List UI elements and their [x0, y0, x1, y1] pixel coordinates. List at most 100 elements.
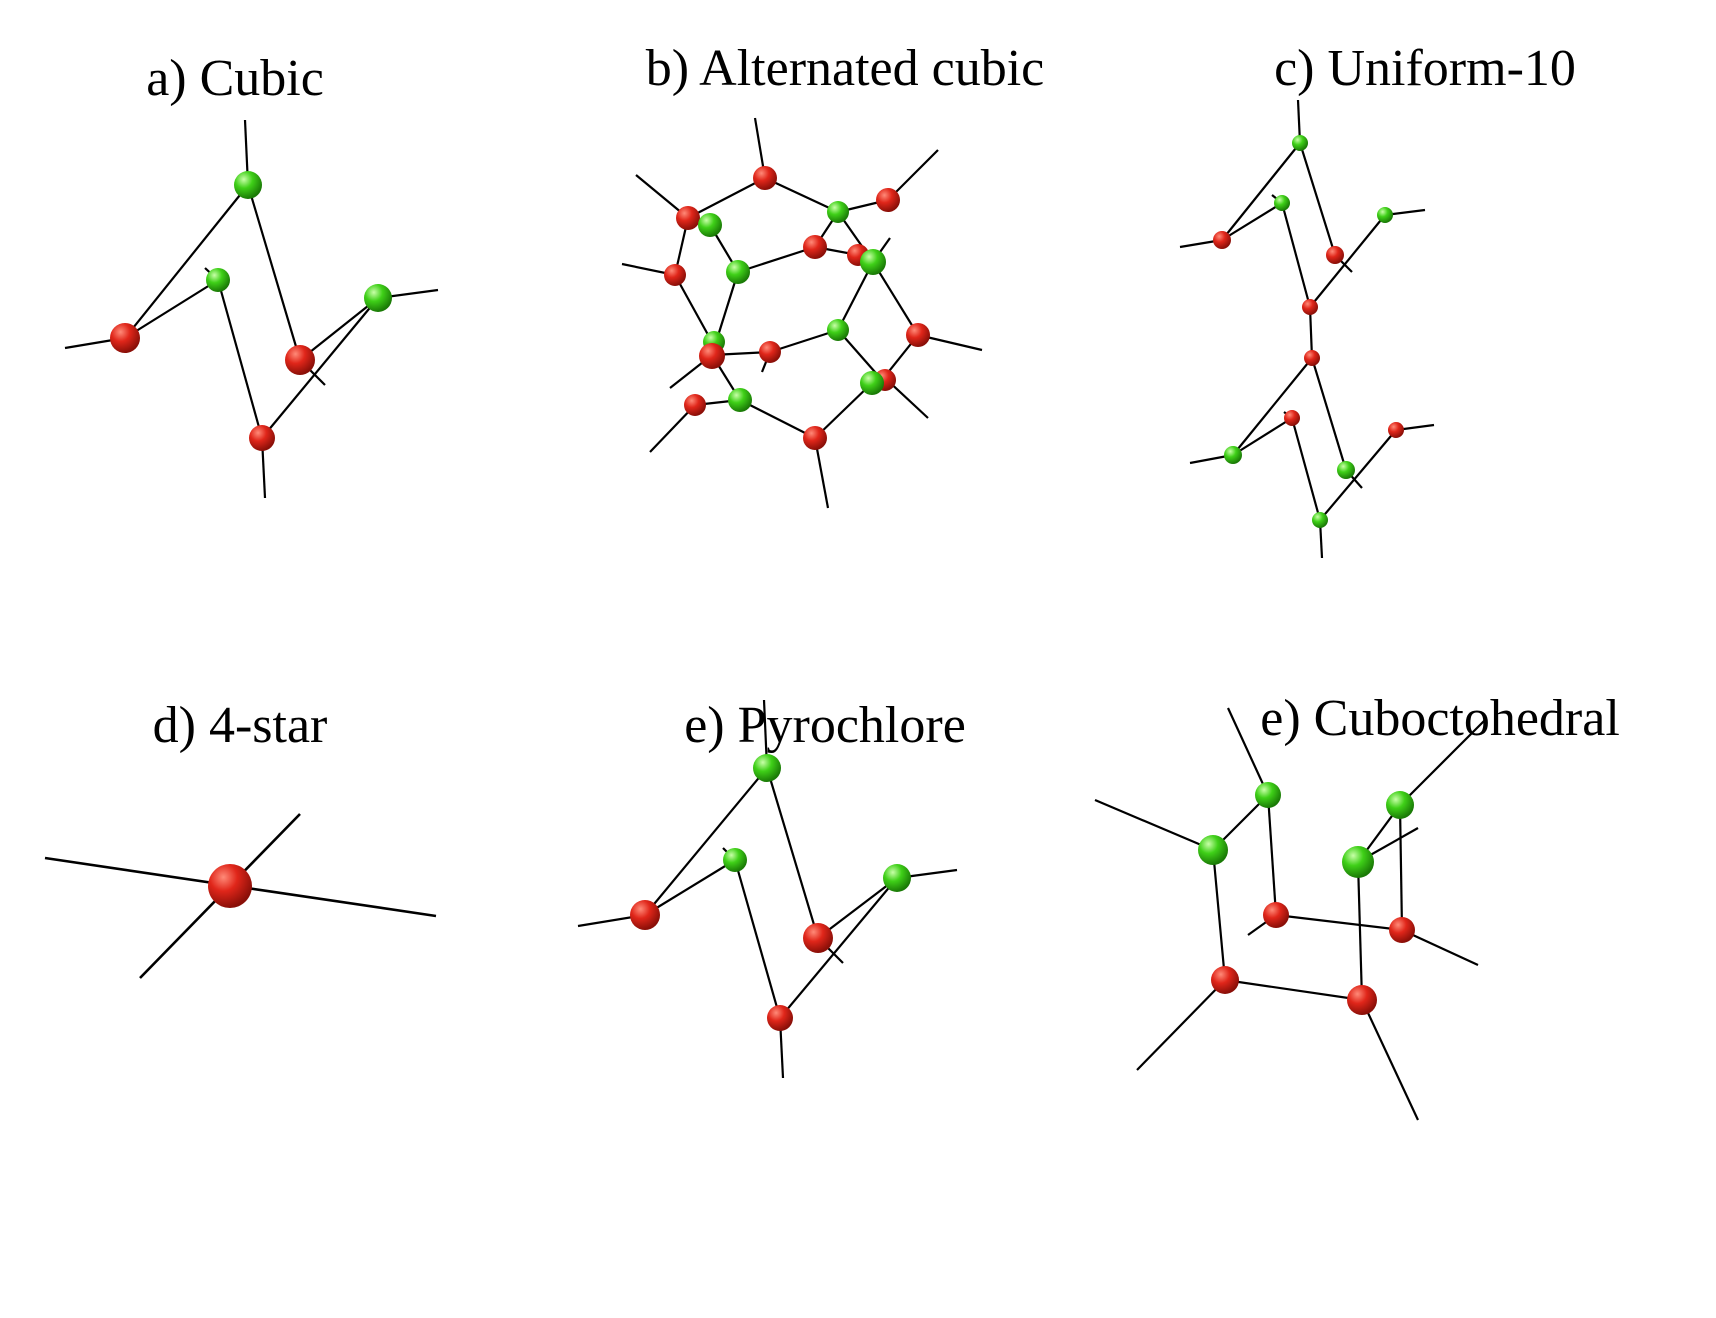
green-node [726, 260, 750, 284]
bond-edge [1136, 979, 1226, 1071]
panel-alternated-cubic [621, 117, 983, 509]
green-node [1198, 835, 1228, 865]
bond-edge [733, 859, 782, 1019]
red-node [906, 323, 930, 347]
red-node [249, 425, 275, 451]
red-node [1326, 246, 1344, 264]
bond-edge [1094, 798, 1214, 852]
green-node [753, 754, 781, 782]
bond-edge [817, 877, 898, 939]
bond-edge [687, 177, 766, 219]
bond-edge [1310, 357, 1348, 471]
title-pyrochlore: e) Pyrochlore [684, 697, 966, 754]
red-node [803, 426, 827, 450]
bond-edge [124, 279, 219, 339]
bond-edge [644, 767, 768, 916]
red-node [767, 1005, 793, 1031]
green-node [364, 284, 392, 312]
title-cuboctohedral: e) Cuboctohedral [1260, 690, 1620, 747]
red-node [1347, 985, 1377, 1015]
bond-edge [1232, 357, 1313, 456]
bond-edge [1319, 429, 1397, 521]
bond-edge [1308, 306, 1314, 359]
green-node [234, 171, 262, 199]
panel-4-star [44, 813, 437, 979]
bond-edge [124, 184, 249, 339]
red-node [1388, 422, 1404, 438]
bond-edge [1211, 849, 1227, 981]
red-node [1302, 299, 1318, 315]
bond-edge [1298, 142, 1337, 256]
red-node [684, 394, 706, 416]
red-node [1213, 231, 1231, 249]
red-node [110, 323, 140, 353]
green-node [698, 213, 722, 237]
title-4-star: d) 4-star [153, 697, 328, 754]
bond-edge [1232, 417, 1293, 456]
green-node [723, 848, 747, 872]
red-node [1284, 410, 1300, 426]
title-alternated-cubic: b) Alternated cubic [646, 40, 1045, 97]
green-node [1274, 195, 1290, 211]
red-node [208, 864, 252, 908]
red-node [630, 900, 660, 930]
bond-edge [299, 297, 379, 361]
bond-edge [1401, 929, 1479, 966]
green-node [1342, 846, 1374, 878]
bond-edge [769, 328, 839, 354]
bond-edge [1227, 707, 1269, 796]
red-node [664, 264, 686, 286]
red-node [676, 206, 700, 230]
bond-edge [1309, 214, 1386, 308]
green-node [728, 388, 752, 412]
title-cubic: a) Cubic [146, 50, 324, 107]
green-node [1312, 512, 1328, 528]
bond-edge [246, 184, 302, 361]
red-node [759, 341, 781, 363]
bond-edge [674, 274, 713, 343]
bond-edge [737, 245, 816, 274]
green-node [1224, 446, 1242, 464]
bond-edge [1221, 142, 1301, 241]
red-node [1389, 917, 1415, 943]
bond-edge [261, 297, 379, 439]
green-node [827, 201, 849, 223]
title-uniform-10: c) Uniform-10 [1274, 40, 1576, 97]
green-node [860, 249, 886, 275]
panel-cubic [64, 119, 439, 499]
green-node [1337, 461, 1355, 479]
bond-edge [814, 382, 873, 439]
green-node [206, 268, 230, 292]
bond-edge [1361, 999, 1419, 1121]
bond-edge [739, 399, 816, 439]
green-node [1292, 135, 1308, 151]
bond-edge [872, 261, 919, 336]
green-node [883, 864, 911, 892]
bond-edge [644, 859, 736, 916]
bond-edge [1224, 978, 1363, 1002]
red-node [699, 343, 725, 369]
bond-edge [1221, 202, 1283, 241]
green-node [827, 319, 849, 341]
bond-edge [779, 877, 898, 1019]
red-node [876, 188, 900, 212]
green-node [1386, 791, 1414, 819]
bond-edge [1266, 794, 1278, 916]
panel-uniform-10 [1179, 99, 1435, 559]
bond-edge [764, 177, 839, 213]
red-node [1211, 966, 1239, 994]
panel-pyrochlore [577, 699, 958, 1079]
red-node [753, 166, 777, 190]
bond-edge [1356, 861, 1364, 1001]
bond-edge [1280, 202, 1312, 308]
green-node [1255, 782, 1281, 808]
green-node [1377, 207, 1393, 223]
bond-edge [1275, 913, 1403, 932]
bond-edge [1399, 719, 1486, 806]
bond-edge [1398, 804, 1404, 931]
panel-cuboctohedral [1094, 707, 1486, 1121]
red-node [803, 235, 827, 259]
red-node [1263, 902, 1289, 928]
red-node [285, 345, 315, 375]
